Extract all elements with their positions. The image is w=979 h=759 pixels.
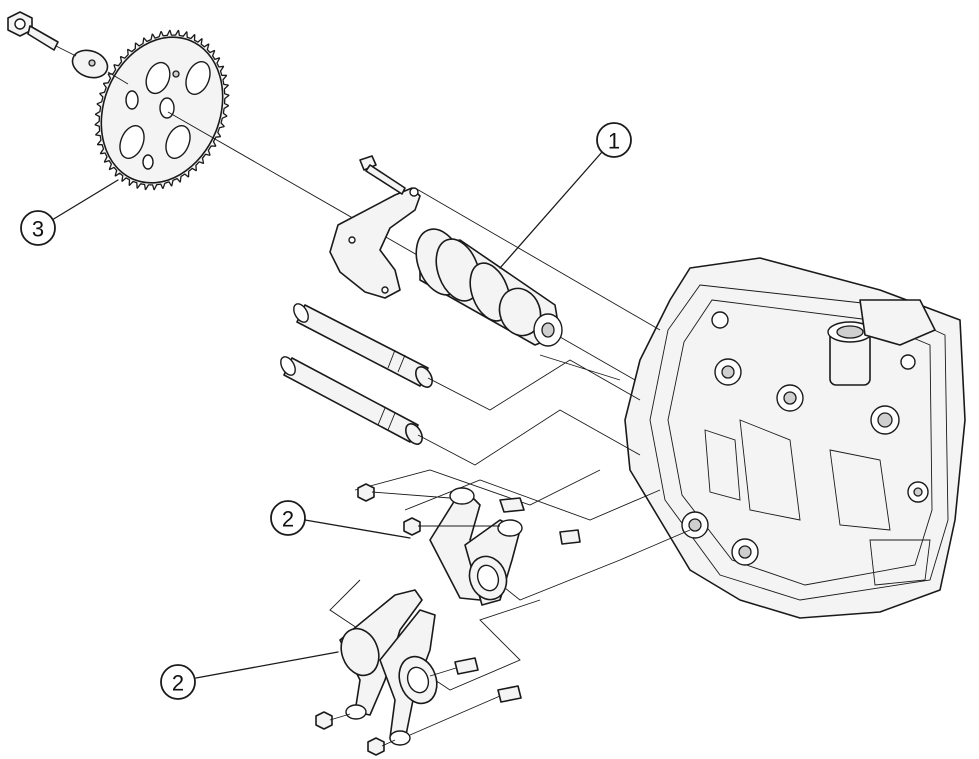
callout-2-lower-label: 2 <box>172 671 184 696</box>
callout-2-lower: 2 <box>160 651 339 700</box>
callout-1: 1 <box>499 122 632 269</box>
rocker-arm-upper <box>429 487 523 606</box>
callout-3: 3 <box>20 179 119 246</box>
sprocket-bolt <box>7 11 59 51</box>
cam-sprocket <box>94 29 230 191</box>
adjuster-screws-lower <box>409 657 522 736</box>
adjuster-screws-upper <box>499 497 581 545</box>
callout-2-upper: 2 <box>270 500 411 539</box>
rocker-shaft-upper <box>293 303 433 388</box>
cylinder-head <box>624 257 966 619</box>
rocker-shaft-lower <box>280 356 423 445</box>
adjuster-nuts-upper <box>357 483 500 536</box>
adjuster-nuts-lower <box>315 711 396 756</box>
retaining-plate <box>329 155 421 299</box>
callout-2-upper-label: 2 <box>282 507 294 532</box>
assembly-guide-lines <box>329 187 691 691</box>
callout-1-label: 1 <box>608 129 620 154</box>
camshaft <box>415 228 563 347</box>
callout-3-label: 3 <box>32 217 44 242</box>
rocker-arm-lower <box>339 589 438 746</box>
